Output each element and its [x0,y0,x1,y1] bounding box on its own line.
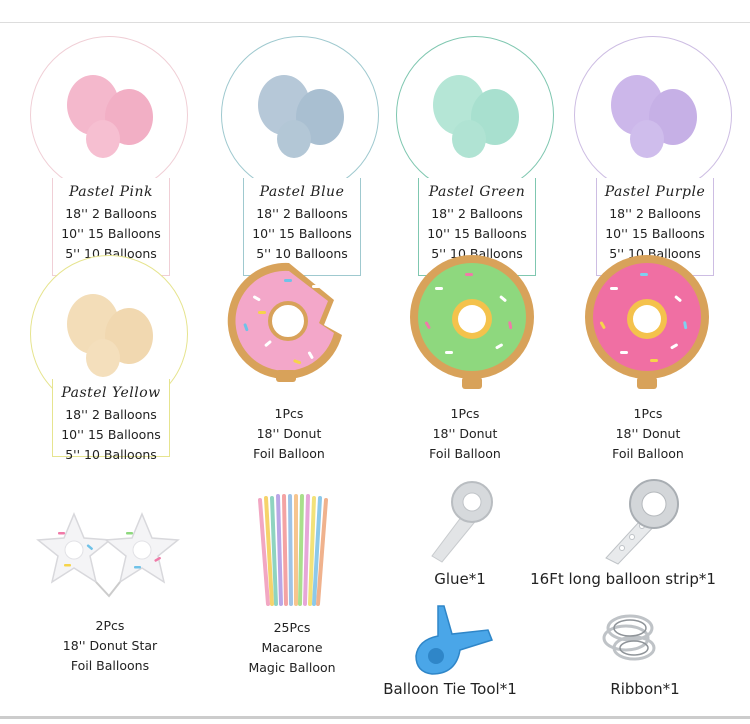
macarone-magic-balloons [254,492,334,614]
swatch-line: 18'' 2 Balloons [65,206,157,221]
balloon-strip-roll [600,476,686,570]
balloon-cluster-icon [433,75,519,158]
caption-line: 18'' Donut [432,426,498,441]
balloon-cluster-icon [611,75,697,158]
caption-line: 18'' Donut [256,426,322,441]
caption-line: Foil Balloon [429,446,501,461]
caption-line: 1Pcs [633,406,663,421]
donut-icon [227,262,342,382]
swatch-card: Pastel Yellow 18'' 2 Balloons 10'' 15 Ba… [52,379,170,462]
caption-line: 25Pcs [273,620,311,635]
swatch-title: Pastel Blue [259,184,345,200]
swatch-pastel-pink: Pastel Pink 18'' 2 Balloons 10'' 15 Ball… [30,36,190,276]
donut-caption: 1Pcs 18'' Donut Foil Balloon [410,404,520,464]
swatch-pastel-yellow: Pastel Yellow 18'' 2 Balloons 10'' 15 Ba… [30,255,190,495]
donut-caption: 1Pcs 18'' Donut Foil Balloon [593,404,703,464]
top-divider [0,22,750,23]
ribbon-curls [590,598,670,678]
swatch-line: 18'' 2 Balloons [65,407,157,422]
tie-tool-label: Balloon Tie Tool*1 [383,680,517,698]
balloon-circle [574,36,732,194]
donut-balloon-pink-bitten [224,255,354,394]
swatch-line: 5'' 10 Balloons [431,246,523,261]
strip-roll-icon [605,479,679,565]
tie-tool-icon [415,605,493,675]
donut-icon [410,255,534,389]
long-balloons-icon [258,494,328,606]
swatch-line: 10'' 15 Balloons [427,226,527,241]
glue-dots-roll [428,478,498,568]
swatch-line: 18'' 2 Balloons [256,206,348,221]
swatch-line: 10'' 15 Balloons [61,226,161,241]
balloon-circle [221,36,379,194]
swatch-line: 10'' 15 Balloons [61,427,161,442]
swatch-pastel-purple: Pastel Purple 18'' 2 Balloons 10'' 15 Ba… [574,36,734,276]
caption-line: 1Pcs [274,406,304,421]
balloon-cluster-icon [67,75,153,158]
caption-line: 2Pcs [95,618,125,633]
balloon-cluster-icon [258,75,344,158]
caption-line: 1Pcs [450,406,480,421]
bottom-divider [0,716,750,719]
donut-star-balloons [34,510,184,604]
ribbon-label: Ribbon*1 [610,680,680,698]
swatch-line: 10'' 15 Balloons [252,226,352,241]
caption-line: Magic Balloon [248,660,336,675]
caption-line: Foil Balloon [612,446,684,461]
balloon-cluster-icon [67,294,153,377]
swatch-line: 18'' 2 Balloons [609,206,701,221]
strip-label: 16Ft long balloon strip*1 [530,570,716,588]
donut-balloon-green [405,255,540,399]
caption-line: Foil Balloon [253,446,325,461]
swatch-title: Pastel Purple [604,184,706,200]
swatch-line: 10'' 15 Balloons [605,226,705,241]
caption-line: 18'' Donut [615,426,681,441]
balloon-tie-tool [408,600,498,682]
swatch-card: Pastel Purple 18'' 2 Balloons 10'' 15 Ba… [596,178,714,276]
balloon-circle [30,36,188,194]
glue-roll-icon [431,481,493,563]
swatch-pastel-blue: Pastel Blue 18'' 2 Balloons 10'' 15 Ball… [221,36,381,276]
swatch-line: 5'' 10 Balloons [256,246,348,261]
swatch-title: Pastel Yellow [61,385,161,401]
donut-balloon-pink [580,255,715,399]
balloon-circle [396,36,554,194]
star-caption: 2Pcs 18'' Donut Star Foil Balloons [50,616,170,676]
star-balloon-icon [36,512,180,598]
donut-caption: 1Pcs 18'' Donut Foil Balloon [234,404,344,464]
swatch-card: Pastel Blue 18'' 2 Balloons 10'' 15 Ball… [243,178,361,276]
swatch-line: 5'' 10 Balloons [65,447,157,462]
donut-icon [585,255,709,389]
swatch-title: Pastel Pink [68,184,154,200]
macarone-caption: 25Pcs Macarone Magic Balloon [234,618,350,678]
caption-line: Foil Balloons [70,658,150,673]
caption-line: 18'' Donut Star [62,638,158,653]
swatch-line: 18'' 2 Balloons [431,206,523,221]
ribbon-icon [602,614,656,661]
glue-label: Glue*1 [434,570,486,588]
swatch-pastel-green: Pastel Green 18'' 2 Balloons 10'' 15 Bal… [396,36,556,276]
swatch-title: Pastel Green [428,184,526,200]
caption-line: Macarone [261,640,323,655]
